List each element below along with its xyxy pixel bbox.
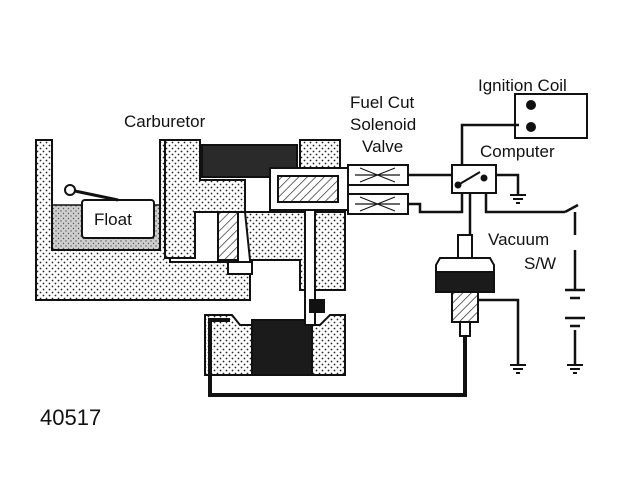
ground-symbol-computer <box>510 194 526 204</box>
solenoid-label-line3: Valve <box>362 137 403 156</box>
solenoid-label-line2: Solenoid <box>350 115 416 134</box>
ground-symbol-vacuum <box>510 364 526 374</box>
float-label: Float <box>94 210 132 229</box>
computer-label: Computer <box>480 142 555 161</box>
vacuum-label-line1: Vacuum <box>488 230 549 249</box>
wiring <box>208 123 579 397</box>
computer <box>451 164 497 194</box>
ground-symbol-battery <box>567 364 583 374</box>
figure-id: 40517 <box>40 405 101 430</box>
float: Float <box>64 184 155 239</box>
battery <box>565 288 585 328</box>
ignition-coil <box>514 93 588 139</box>
carburetor-label: Carburetor <box>124 112 206 131</box>
solenoid-label-line1: Fuel Cut <box>350 93 415 112</box>
fuel-cut-solenoid-valve <box>269 164 409 215</box>
vacuum-switch <box>435 234 495 337</box>
vacuum-label-line2: S/W <box>524 254 556 273</box>
ignition-coil-label: Ignition Coil <box>478 76 567 95</box>
